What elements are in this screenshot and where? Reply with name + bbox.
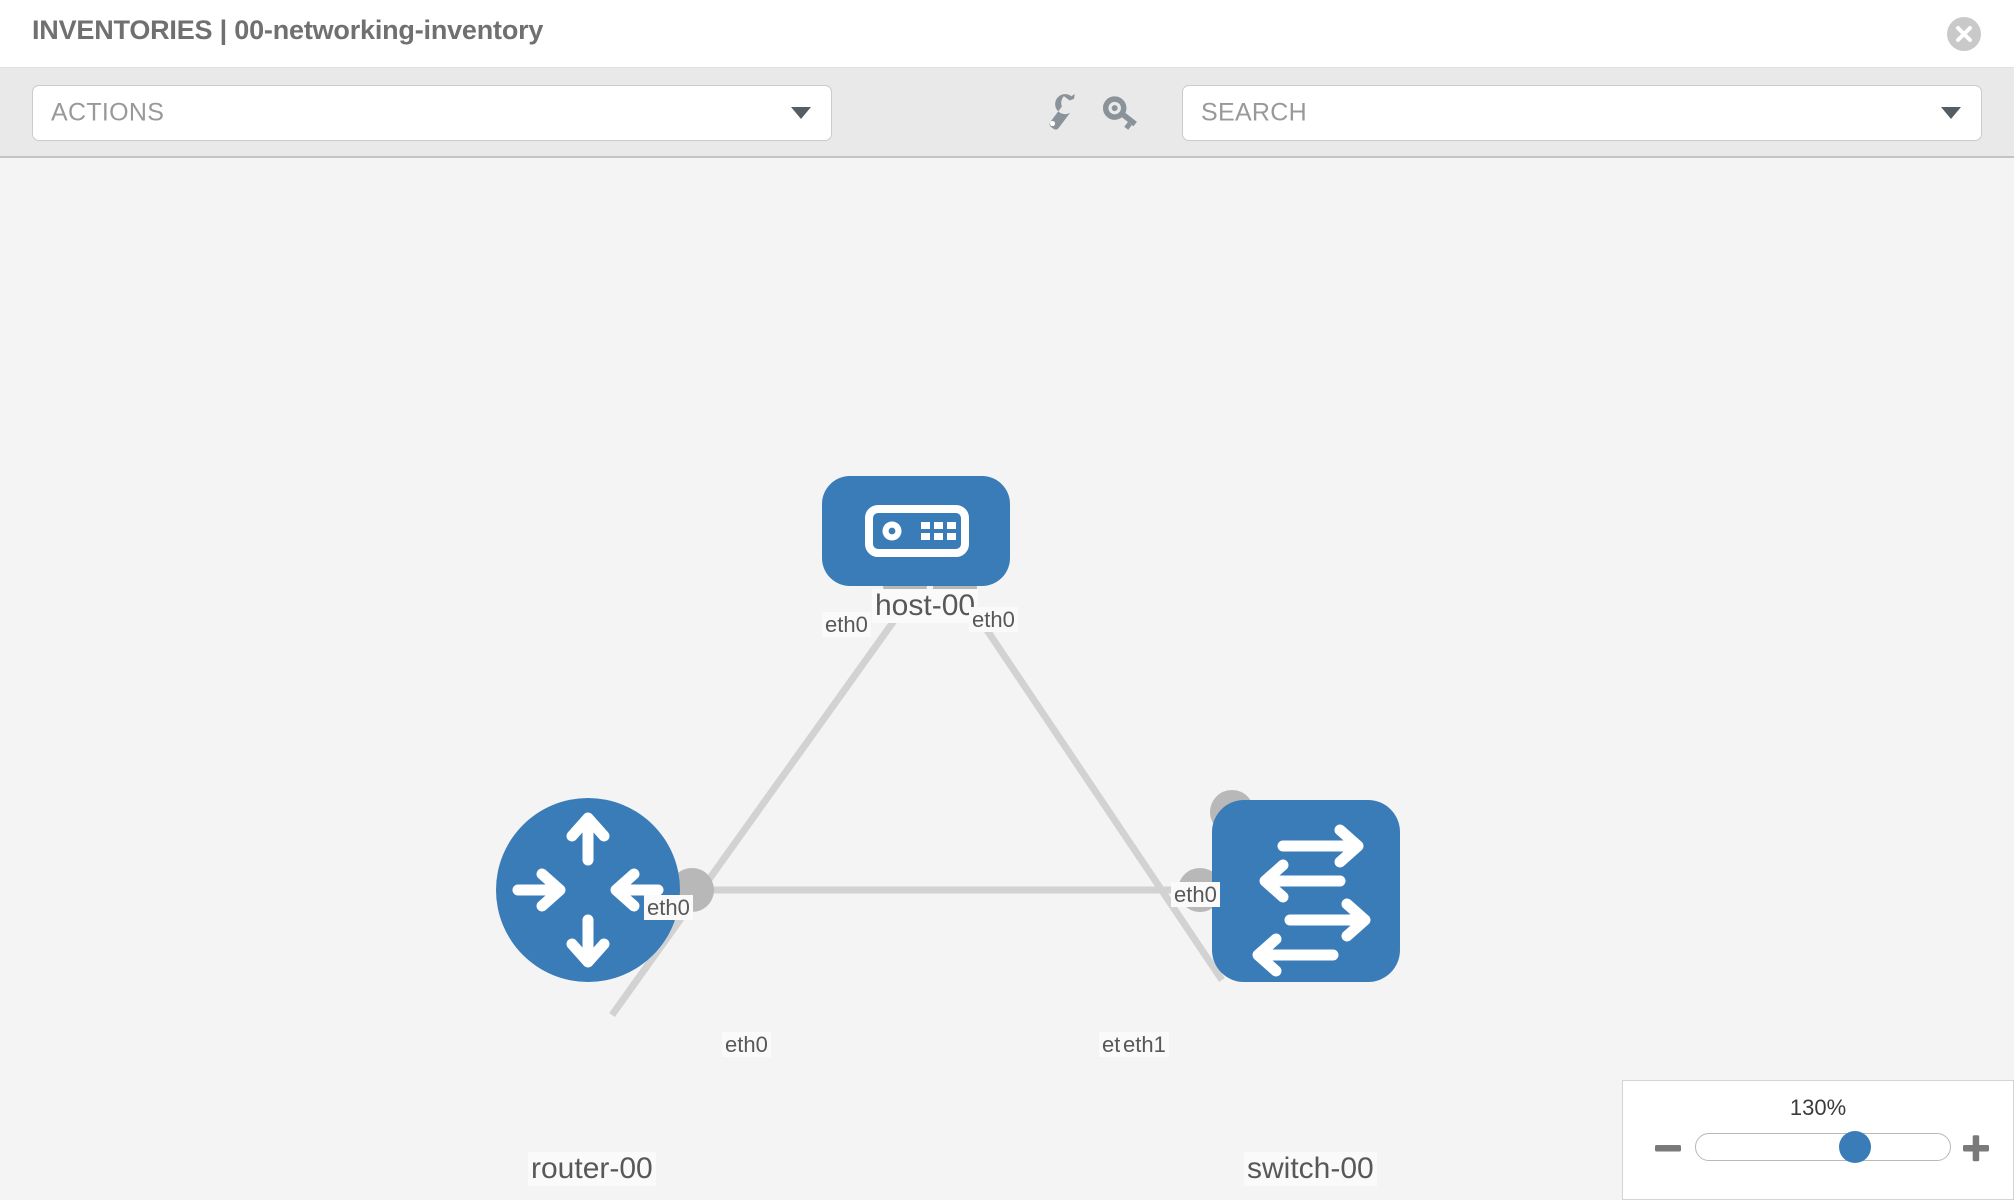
interface-label-switch-left-eth1: eth1	[1120, 1032, 1169, 1058]
link-host-switch[interactable]	[957, 588, 1225, 982]
router-arrows-icon	[512, 812, 664, 968]
minus-icon[interactable]	[1651, 1131, 1685, 1165]
topology-links	[609, 587, 1225, 1018]
search-input-placeholder: SEARCH	[1201, 98, 1307, 127]
link-host-router[interactable]	[609, 587, 919, 1018]
node-label-switch-00: switch-00	[1244, 1152, 1377, 1186]
interface-label-switch-uplink: eth0	[1171, 882, 1220, 908]
chevron-down-icon	[1941, 107, 1961, 119]
actions-dropdown[interactable]: ACTIONS	[32, 85, 832, 141]
page-header: INVENTORIES | 00-networking-inventory	[0, 0, 2014, 68]
actions-dropdown-label: ACTIONS	[51, 98, 165, 127]
node-label-host-00: host-00	[872, 589, 979, 623]
plus-icon[interactable]	[1959, 1131, 1993, 1165]
zoom-slider-thumb[interactable]	[1839, 1131, 1871, 1163]
zoom-control: 130%	[1622, 1080, 2014, 1200]
switch-arrows-icon	[1252, 824, 1371, 977]
interface-label-host-left: eth0	[822, 612, 871, 638]
interface-label-host-right: eth0	[969, 607, 1018, 633]
zoom-level-value: 130%	[1789, 1095, 1847, 1120]
zoom-slider[interactable]	[1695, 1131, 1951, 1163]
interface-label-router-uplink: eth0	[644, 895, 693, 921]
page-title: INVENTORIES | 00-networking-inventory	[32, 15, 544, 45]
key-icon[interactable]	[1098, 90, 1144, 136]
interface-label-router-right: eth0	[722, 1032, 771, 1058]
server-appliance-icon	[865, 505, 969, 557]
topology-graph	[496, 476, 1400, 1018]
node-switch-00[interactable]	[1212, 800, 1400, 982]
chevron-down-icon	[791, 107, 811, 119]
search-dropdown[interactable]: SEARCH	[1182, 85, 1982, 141]
node-host-00[interactable]	[822, 476, 1010, 586]
topology-canvas[interactable]: host-00 router-00 switch-00 eth0 eth0 et…	[0, 160, 2014, 1200]
wrench-icon[interactable]	[1040, 90, 1086, 136]
node-label-router-00: router-00	[528, 1152, 656, 1186]
node-router-00[interactable]	[496, 798, 680, 982]
close-icon[interactable]	[1946, 16, 1982, 52]
